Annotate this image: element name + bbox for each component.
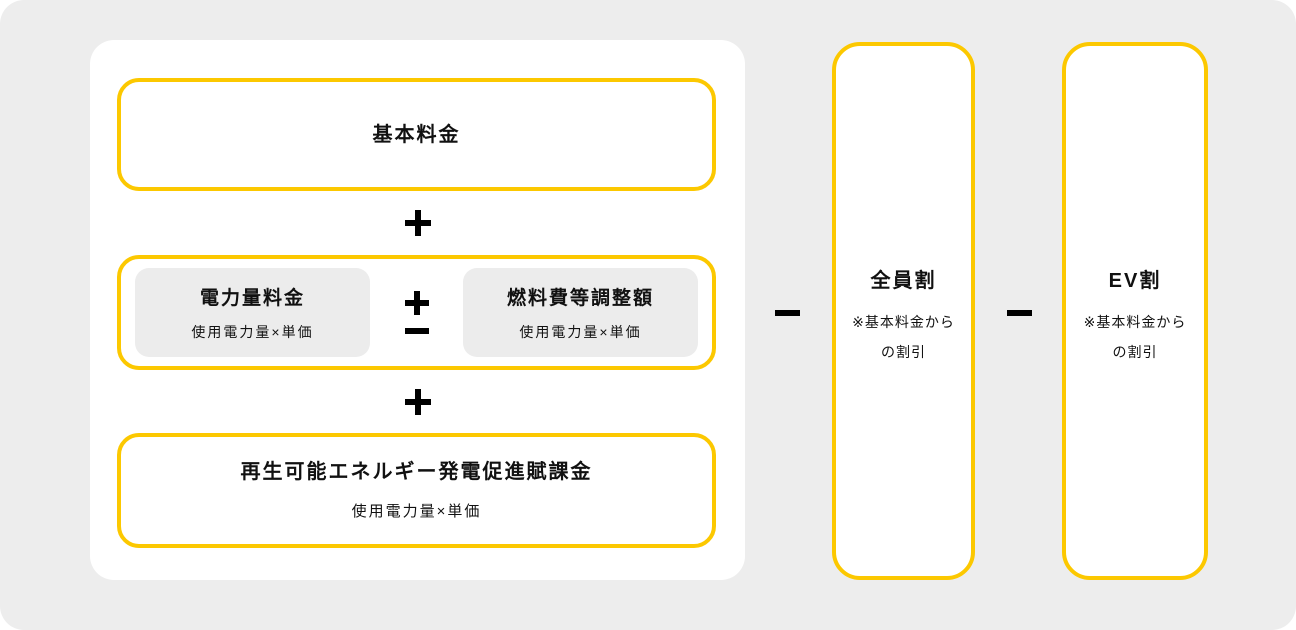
usage-charges-box: 電力量料金 使用電力量×単価 燃料費等調整額 使用電力量×単価 [117,255,716,370]
renewable-levy-label: 再生可能エネルギー発電促進賦課金 [240,461,593,483]
energy-charge-box: 電力量料金 使用電力量×単価 [135,268,370,357]
ev-discount-note-line1: ※基本料金から [1083,314,1187,330]
renewable-levy-box: 再生可能エネルギー発電促進賦課金 使用電力量×単価 [117,433,716,548]
fuel-adjustment-formula: 使用電力量×単価 [519,324,642,340]
plus-icon [404,210,431,236]
plus-icon [404,388,431,415]
ev-discount-note: ※基本料金から の割引 [1084,307,1187,367]
plus-minus-icon [387,291,447,334]
energy-charge-formula: 使用電力量×単価 [191,324,314,340]
minus-icon [1007,310,1032,316]
charges-panel: 基本料金 電力量料金 使用電力量×単価 燃料費等調整額 使用電力量×単価 再生可… [90,40,745,580]
zenin-discount-note-line2: の割引 [880,344,926,360]
basic-fee-label: 基本料金 [372,123,461,146]
fuel-adjustment-box: 燃料費等調整額 使用電力量×単価 [463,268,698,357]
basic-fee-box: 基本料金 [117,78,716,191]
fuel-adjustment-label: 燃料費等調整額 [506,288,654,309]
minus-icon [404,328,429,334]
renewable-levy-formula: 使用電力量×単価 [351,503,482,520]
minus-icon [775,310,800,316]
plus-icon [404,291,429,315]
ev-discount-note-line2: の割引 [1112,344,1158,360]
operator-row [90,191,745,255]
zenin-discount-note: ※基本料金から の割引 [852,307,955,367]
zenin-discount-note-line1: ※基本料金から [852,314,955,330]
ev-discount-label: EV割 [1108,270,1162,292]
zenin-discount-box: 全員割 ※基本料金から の割引 [832,42,975,580]
operator-row [90,370,745,433]
ev-discount-box: EV割 ※基本料金から の割引 [1062,42,1208,580]
zenin-discount-label: 全員割 [870,270,937,292]
energy-charge-label: 電力量料金 [199,288,305,309]
